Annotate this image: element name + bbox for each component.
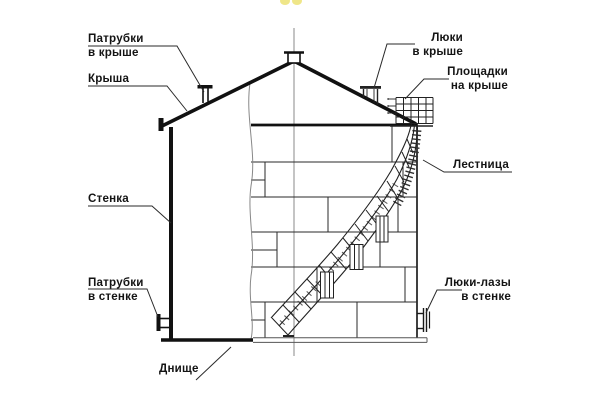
spiral-stairway [270, 122, 422, 337]
callout-line: Крыша [88, 72, 130, 85]
leader-roof-platforms [404, 78, 449, 100]
callout-bottom: Днище [159, 362, 199, 376]
callout-line: в стенке [88, 289, 138, 303]
wall-manhole [417, 308, 431, 332]
callout-roof: Крыша [88, 72, 129, 86]
callout-roof-manholes: Люки в крыше [403, 31, 463, 58]
callout-line: Люки [431, 31, 463, 44]
callout-shell-manholes: Люки-лазы в стенке [437, 276, 511, 303]
callout-line: Патрубки [88, 32, 144, 45]
leader-lines [88, 43, 512, 381]
callout-line: в крыше [412, 44, 463, 58]
leader-stairway [422, 159, 512, 173]
roof-platform [387, 97, 434, 127]
leader-roof-nozzles [88, 45, 205, 93]
break-line [248, 82, 254, 340]
leader-roof [88, 85, 188, 112]
callout-shell: Стенка [88, 192, 129, 206]
roof-manhole [360, 86, 381, 105]
leader-bottom [195, 346, 232, 381]
wall-nozzle [156, 314, 171, 331]
callout-line: Люки-лазы [444, 276, 511, 289]
callout-shell-nozzles: Патрубки в стенке [88, 276, 144, 303]
callout-stairway: Лестница [453, 158, 509, 172]
leader-roof-manholes [373, 43, 415, 89]
callout-line: в крыше [88, 45, 139, 59]
callout-line: Стенка [88, 192, 129, 205]
bottom-plate [161, 337, 428, 343]
platform-left-ticks [387, 98, 396, 114]
callout-line: Лестница [453, 158, 510, 171]
shell-plate-courses [251, 123, 418, 338]
callout-line: Площадки [447, 65, 508, 78]
callout-line: Патрубки [88, 276, 144, 289]
roof-edge-flange [158, 118, 164, 131]
watermark-remnant [280, 0, 302, 5]
stair-mid-rail [278, 124, 416, 327]
callout-roof-platforms: Площадки на крыше [438, 65, 508, 92]
callout-line: в стенке [461, 289, 511, 303]
roof-apex-vent [284, 51, 304, 64]
callout-line: на крыше [450, 78, 508, 92]
leader-shell-manholes [425, 289, 462, 314]
callout-line: Днище [159, 362, 199, 375]
callout-roof-nozzles: Патрубки в крыше [88, 32, 144, 59]
stair-handrail [270, 122, 413, 319]
leader-shell [88, 205, 172, 224]
stair-landings [320, 215, 389, 299]
leader-shell-nozzles [88, 288, 159, 318]
